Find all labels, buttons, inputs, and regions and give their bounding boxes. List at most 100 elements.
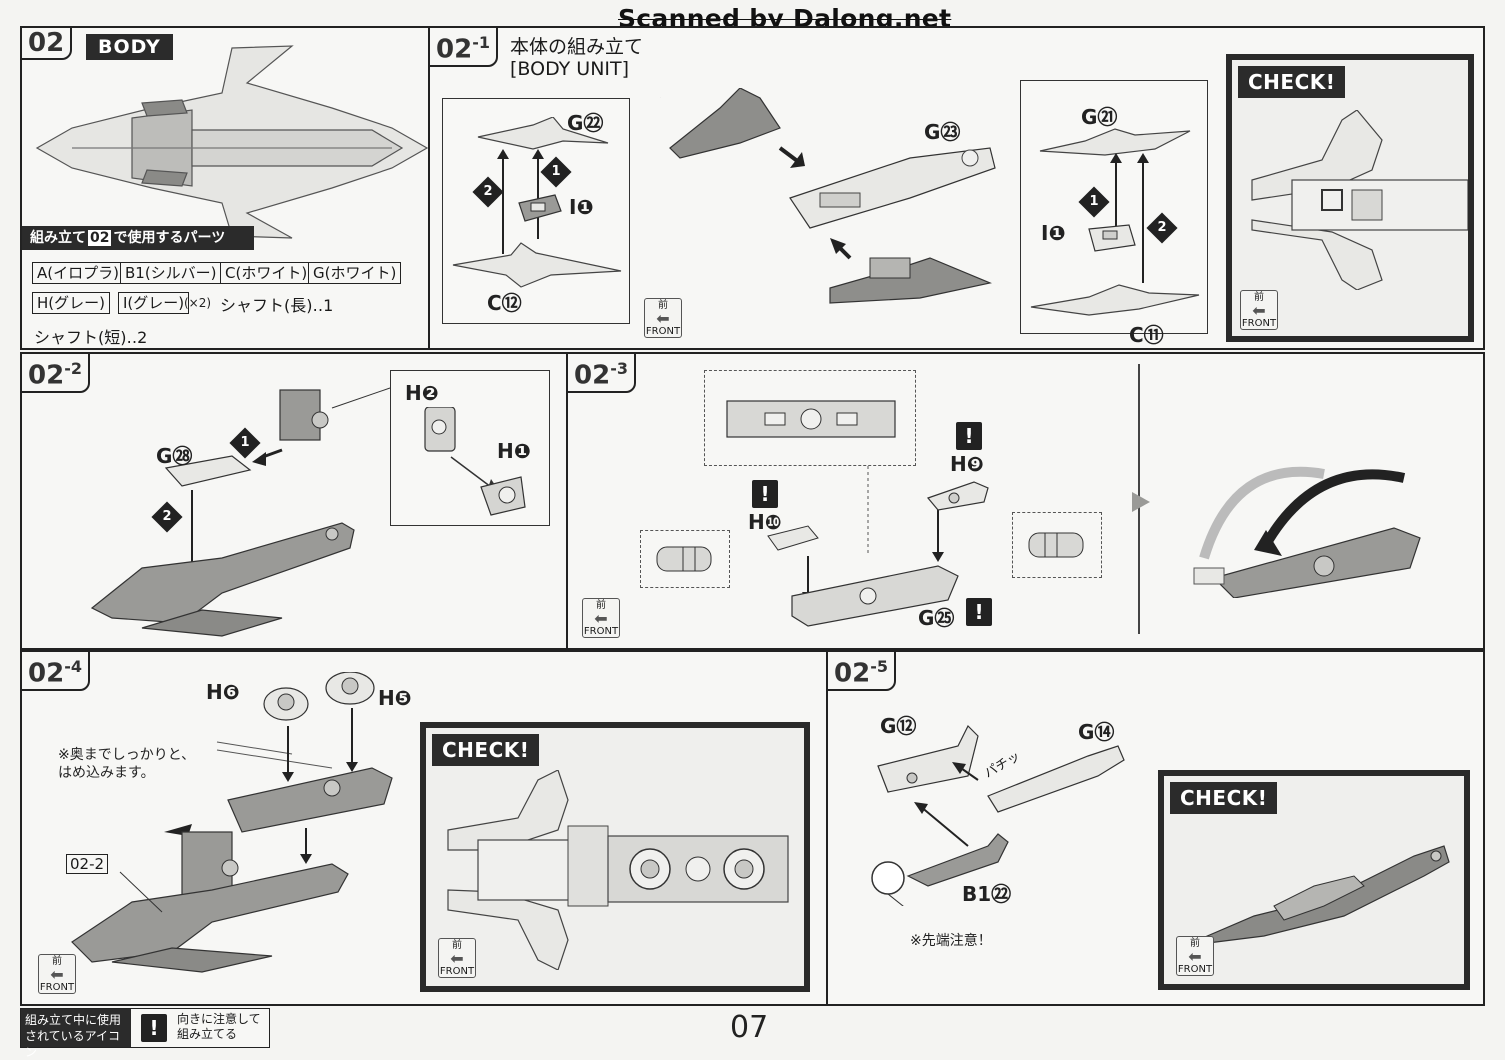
page-number: 07 (730, 1010, 769, 1045)
legend-desc: 向きに注意して 組み立てる (177, 1012, 261, 1042)
caution-icon: ! (752, 480, 778, 508)
diamond-text: 1 (551, 164, 561, 179)
front-arrow-icon: ⬅ (50, 965, 64, 984)
note-press: ※奥までしっかりと、 はめ込みます。 (58, 747, 196, 781)
caution-icon: ! (141, 1014, 167, 1042)
diamond-text: 2 (1157, 220, 1167, 235)
body-illustration (35, 45, 428, 239)
part-b1: B1(シルバー) (120, 262, 222, 284)
legend-desc-line-1: 向きに注意して (177, 1012, 261, 1026)
center-assembly-illustration (660, 88, 996, 304)
front-icon: 前 ⬅ FRONT (1176, 936, 1214, 976)
check-label: CHECK! (432, 734, 540, 766)
label-g14: G⑭ (1078, 720, 1115, 744)
diamond-text: 1 (240, 435, 250, 450)
caution-icon: ! (966, 598, 992, 626)
diamond-step-1: 1 (540, 156, 572, 188)
front-icon-jp: 前 (658, 300, 668, 311)
diamond-text: 2 (162, 509, 172, 524)
label-g23: G㉓ (924, 120, 961, 144)
step-number-text: 02 (574, 360, 611, 391)
step-sub-text: 2 (70, 359, 82, 378)
legend-line-2: されているアイコン (25, 1029, 121, 1059)
front-icon-en: FRONT (645, 326, 681, 337)
panel-02-4: 02-4 H❻ H❺ ※奥までしっかりと、 はめ込みます。 02-2 前 ⬅ F… (20, 650, 828, 1006)
front-arrow-icon: ⬅ (594, 609, 608, 628)
step-number: 02 (22, 28, 73, 60)
ref-label-02-2: 02-2 (66, 854, 109, 874)
front-icon: 前 ⬅ FRONT (38, 954, 76, 994)
clip-part-i1-right (1088, 224, 1136, 252)
label-h1: H❶ (497, 439, 531, 463)
step-number-text: 02 (28, 360, 65, 391)
label-b1-22: B1㉒ (962, 882, 1012, 906)
check-label: CHECK! (1170, 782, 1278, 814)
section-title: BODY (86, 34, 173, 60)
front-icon-en: FRONT (1241, 318, 1277, 329)
part-c: C(ホワイト) (220, 262, 313, 284)
assembly-illustration (871, 724, 1125, 906)
label-g21: G㉑ (1081, 105, 1118, 129)
detail-frame-top (704, 370, 916, 466)
shaft-short: シャフト(短)‥2 (34, 328, 148, 347)
wing-part-g22 (477, 117, 609, 150)
front-icon-jp: 前 (596, 600, 606, 611)
step-number-sub: -2 (64, 359, 82, 378)
label-i1-right: I❶ (1041, 221, 1066, 245)
diamond-step-2-right: 2 (1146, 212, 1178, 244)
front-icon-en: FRONT (1177, 964, 1213, 975)
part-h9-detail (1028, 532, 1084, 558)
step-number-text: 02 (834, 658, 871, 689)
step-sub-text: 3 (616, 359, 628, 378)
check-box-02-4: CHECK! 前 ⬅ FRONT (420, 722, 810, 992)
assembly-illustration (71, 672, 393, 973)
callout-frame: H❷ H❶ (390, 370, 550, 526)
step-sub-text: 4 (70, 657, 82, 676)
front-arrow-icon: ⬅ (656, 309, 670, 328)
check-illustration (447, 770, 789, 970)
step-number-text: 02 (436, 34, 473, 65)
step-number: 02-1 (430, 28, 498, 67)
front-icon-en: FRONT (39, 982, 75, 993)
step-title-en: [BODY UNIT] (510, 58, 630, 80)
part-g25-top-view (726, 400, 896, 438)
front-icon-jp: 前 (452, 940, 462, 951)
step-number: 02-3 (568, 354, 636, 393)
callout-frame-right: G㉑ 1 2 I❶ C⑪ (1020, 80, 1208, 347)
part-a: A(イロプラ) (32, 262, 124, 284)
check-label: CHECK! (1238, 66, 1346, 98)
front-icon-en: FRONT (439, 966, 475, 977)
part-i-count: (×2) (184, 296, 212, 310)
diamond-step-2: 2 (472, 176, 504, 208)
detail-frame-right (1012, 512, 1102, 578)
step-title-jp: 本体の組み立て (510, 36, 644, 58)
check-box-02-1: CHECK! 前 ⬅ FRONT (1226, 54, 1474, 342)
wing-part-c11 (1030, 284, 1200, 316)
parts-header-prefix: 組み立て (30, 230, 86, 246)
step-number-sub: -1 (472, 33, 490, 52)
part-h2-illustration (424, 407, 526, 516)
wing-part-g21 (1039, 128, 1191, 156)
front-icon-jp: 前 (1254, 292, 1264, 303)
note-tip: ※先端注意！ (910, 933, 992, 949)
assembly-illustration (90, 387, 391, 637)
next-triangle-icon (1132, 492, 1150, 512)
legend-box: 組み立て中に使用 されているアイコン ! 向きに注意して 組み立てる (20, 1008, 270, 1059)
parts-header-num: 02 (88, 230, 112, 246)
label-g12: G⑫ (880, 714, 917, 738)
front-icon: 前 ⬅ FRONT (1240, 290, 1278, 330)
front-icon: 前 ⬅ FRONT (438, 938, 476, 978)
diamond-step-1-right: 1 (1078, 186, 1110, 218)
front-icon-jp: 前 (1190, 938, 1200, 949)
diamond-step-2: 2 (151, 501, 183, 533)
legend-desc-line-2: 組み立てる (177, 1027, 238, 1041)
label-h5: H❺ (378, 686, 412, 710)
check-box-02-5: CHECK! 前 ⬅ FRONT (1158, 770, 1470, 990)
step-number: 02-5 (828, 652, 896, 691)
callout-frame-left: G㉒ 2 1 I❶ C⑫ (442, 98, 630, 324)
part-i: I(グレー) (118, 292, 190, 314)
check-illustration (1183, 845, 1450, 947)
diamond-text: 1 (1089, 194, 1099, 209)
front-arrow-icon: ⬅ (450, 949, 464, 968)
